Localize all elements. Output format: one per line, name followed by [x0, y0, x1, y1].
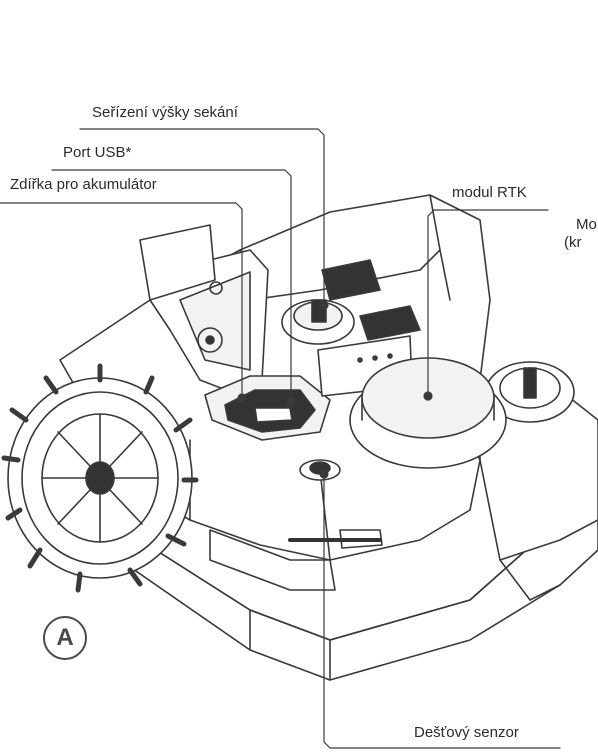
leader-height-adjust [79, 128, 325, 306]
side-vent [209, 529, 383, 591]
mower-base [91, 469, 598, 681]
label-usb-port: Port USB* [63, 144, 132, 161]
label-rain-sensor: Dešťový senzor [414, 724, 519, 741]
front-wheel [1, 363, 199, 593]
label-cut-off-right-1: Mo [576, 216, 597, 233]
battery-lid [139, 224, 269, 401]
leader-usb-port [51, 169, 292, 403]
leader-rtk-module [427, 209, 549, 397]
label-rtk-module: modul RTK [452, 184, 527, 201]
label-height-adjust: Seřízení výšky sekání [92, 104, 238, 121]
leader-rain-sensor [323, 473, 561, 749]
figure-badge-letter: A [56, 624, 74, 651]
leader-lines [0, 128, 561, 749]
rear-knob [485, 361, 575, 423]
label-battery-slot: Zdířka pro akumulátor [10, 176, 157, 193]
label-cut-off-right-2: (kr [564, 234, 582, 251]
figure-badge: A [43, 616, 87, 660]
rain-sensor [299, 459, 341, 481]
height-adjust-dial [281, 299, 355, 345]
leader-battery-slot [0, 202, 243, 399]
